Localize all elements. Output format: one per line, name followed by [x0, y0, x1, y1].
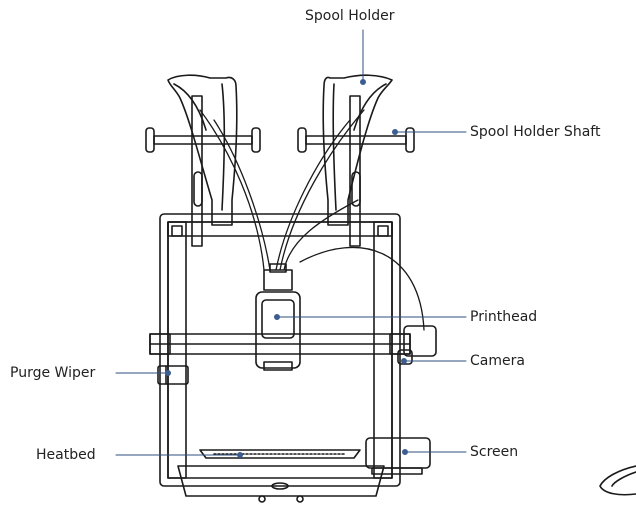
label-purge-wiper: Purge Wiper: [10, 365, 96, 381]
leader-dots: [165, 79, 408, 458]
camera-assembly: [397, 325, 437, 365]
spool-holder-right: [322, 74, 393, 247]
label-camera: Camera: [470, 353, 525, 369]
label-spool-holder: Spool Holder: [305, 8, 395, 24]
heatbed-assembly: [177, 449, 385, 503]
label-heatbed: Heatbed: [36, 447, 96, 463]
label-printhead: Printhead: [470, 309, 538, 325]
label-screen: Screen: [470, 444, 519, 460]
spool-holder-shafts: [145, 127, 415, 153]
printhead-assembly: [255, 263, 301, 371]
x-gantry: [149, 333, 411, 355]
filament-tubes: [199, 109, 425, 331]
partial-tool: [599, 465, 636, 496]
label-spool-holder-shaft: Spool Holder Shaft: [470, 124, 601, 140]
purge-wiper-assembly: [157, 365, 189, 385]
leader-lines: [115, 29, 467, 456]
spool-holder-left: [167, 74, 238, 247]
screen-assembly: [365, 437, 431, 475]
